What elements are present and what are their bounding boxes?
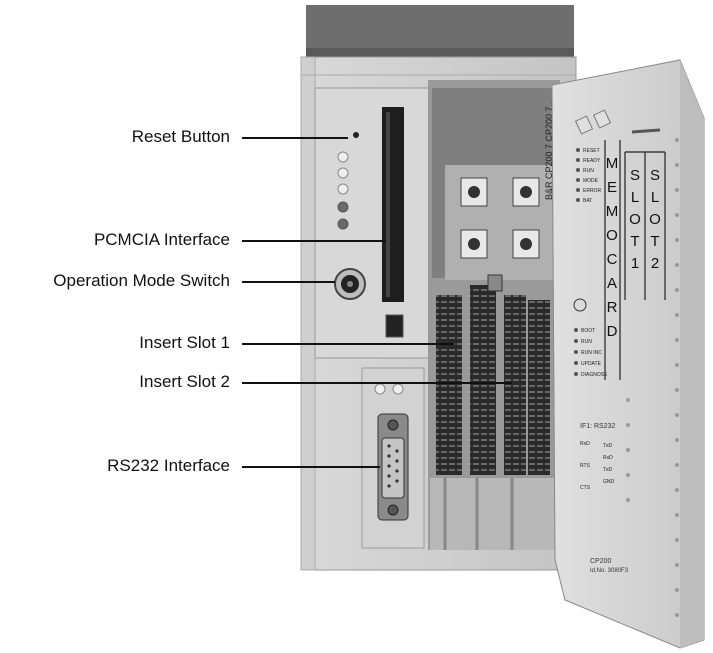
slot2-letter: S (650, 167, 660, 184)
callout-insert-slot-1: Insert Slot 1 (139, 333, 230, 352)
door-id-label: Id.No. 3080F3 (590, 568, 629, 574)
rs232-connector[interactable] (377, 413, 409, 521)
reset-button-hole[interactable] (353, 132, 359, 138)
legend-label: RUN (581, 339, 592, 345)
front-door[interactable] (551, 59, 705, 649)
legend-dot (574, 350, 578, 354)
slot1-letter: T (630, 233, 639, 250)
slot2-letter: L (651, 189, 659, 206)
memocard-letter: M (606, 203, 619, 220)
pin-label-left: RTS (580, 463, 591, 469)
leader-operation-mode-switch (242, 281, 335, 283)
mode-led-legend: BOOT RUN RUN INC UPDATE DIAGNOSE (574, 328, 608, 378)
slot2-letter: O (649, 211, 661, 228)
legend-dot (576, 158, 580, 162)
legend-dot (576, 168, 580, 172)
memocard-letter: E (607, 179, 617, 196)
leader-reset-button (242, 137, 348, 139)
legend-dot (576, 148, 580, 152)
legend-label: DIAGNOSE (581, 372, 608, 378)
status-led-legend: RESET READY RUN MODE ERROR BAT (576, 148, 601, 204)
mode-switch-dial[interactable] (334, 268, 366, 300)
slot-connectors (436, 274, 550, 475)
legend-label: BAT (583, 198, 592, 204)
pin-legend: RxD RTS CTS TxD RxD TxD GND (580, 441, 615, 491)
memocard-letter: D (607, 323, 618, 340)
legend-dot (574, 339, 578, 343)
leader-insert-slot-2 (242, 382, 512, 384)
callout-pcmcia-interface: PCMCIA Interface (93, 230, 230, 249)
memocard-letter: C (607, 251, 618, 268)
legend-dot (576, 198, 580, 202)
legend-label: UPDATE (581, 361, 602, 367)
legend-label: ERROR (583, 188, 601, 194)
door-if-label: IF1: RS232 (580, 423, 616, 430)
slot1-letter: L (631, 189, 639, 206)
pin-label-right: TxD (603, 443, 613, 449)
legend-label: RUN (583, 168, 594, 174)
slot1-letter: 1 (631, 255, 639, 272)
standoffs (460, 177, 540, 259)
memocard-letter: A (607, 275, 617, 292)
callout-operation-mode-switch: Operation Mode Switch (53, 271, 230, 290)
legend-dot (576, 188, 580, 192)
model-print: B&R CP200 7 CP200 7... (544, 99, 554, 200)
legend-dot (574, 372, 578, 376)
slot1-letter: S (630, 167, 640, 184)
pin-label-right: RxD (603, 455, 613, 461)
legend-label: RESET (583, 148, 600, 154)
legend-dot (574, 328, 578, 332)
leader-insert-slot-1 (242, 343, 454, 345)
slot1-letter: O (629, 211, 641, 228)
slot2-letter: 2 (651, 255, 659, 272)
slot2-letter: T (650, 233, 659, 250)
callout-reset-button: Reset Button (131, 127, 230, 146)
door-cpu-label: CP200 (590, 558, 612, 565)
callout-rs232-interface: RS232 Interface (107, 456, 230, 475)
memocard-letter: M (606, 155, 619, 172)
legend-dot (576, 178, 580, 182)
pin-label-right: TxD (603, 467, 613, 473)
callout-insert-slot-2: Insert Slot 2 (139, 372, 230, 391)
led-column (337, 151, 349, 230)
legend-label: READY (583, 158, 601, 164)
memocard-letter: R (607, 299, 618, 316)
legend-label: RUN INC (581, 350, 602, 356)
legend-dot (574, 361, 578, 365)
leader-rs232-interface (242, 466, 380, 468)
legend-label: MODE (583, 178, 599, 184)
leader-pcmcia-interface (242, 240, 386, 242)
pin-label-left: RxD (580, 441, 590, 447)
pin-label-right: GND (603, 479, 615, 485)
door-holes (626, 138, 679, 617)
pin-label-left: CTS (580, 485, 591, 491)
front-panel (314, 87, 431, 359)
legend-label: BOOT (581, 328, 595, 334)
memocard-letter: O (606, 227, 618, 244)
